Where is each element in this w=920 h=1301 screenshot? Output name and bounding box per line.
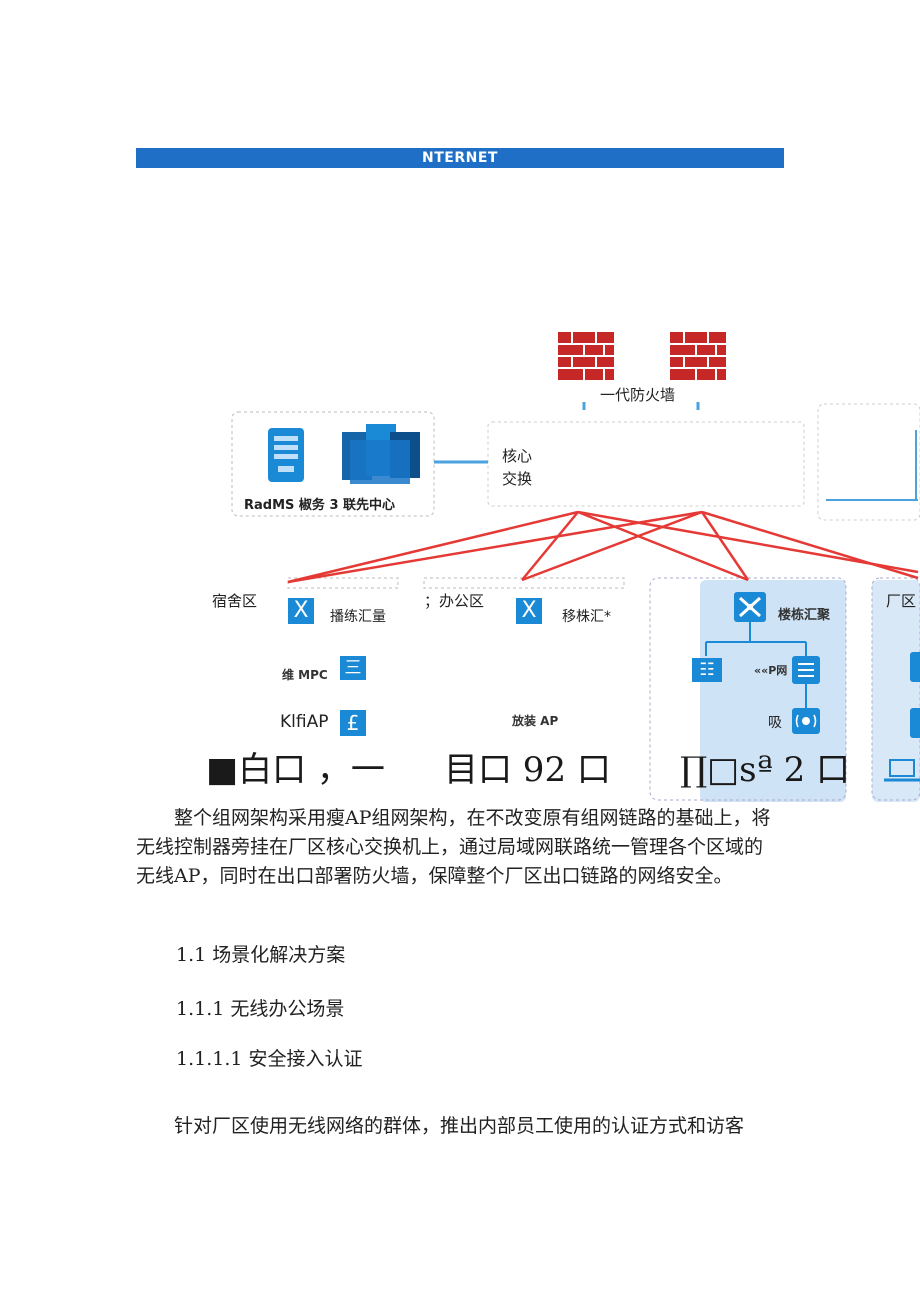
zone-name-factory: 厂区 (886, 592, 917, 610)
garble-text-2: 目口 92 口 (444, 750, 611, 790)
zone-name-dorm: 宿舍区 (212, 592, 258, 610)
zone-frame-dorm (287, 577, 399, 589)
firewall-icon-right (670, 332, 726, 380)
building-switch-label: 楼栋汇聚 (778, 608, 831, 623)
stack-icon: ☷ (692, 658, 722, 682)
dorm-device-label: 维 MPC (282, 668, 328, 682)
garble-text-3: ∏□sª 2 口 (680, 750, 851, 790)
core-uplinks (287, 510, 919, 584)
auth-paragraph: 针对厂区使用无线网络的群体，推出内部员工使用的认证方式和访客 (174, 1115, 745, 1137)
access-switch-icon (792, 656, 820, 684)
switch-icon: X (516, 598, 542, 624)
laptop-icon (884, 759, 920, 782)
garble-text-1: ■白口 ，一 (206, 750, 385, 790)
core-switch-label-1: 核心 (502, 447, 533, 465)
ap-icon (792, 708, 820, 734)
zone-name-office: ；办公区 (424, 592, 485, 610)
section-heading-1-1-1-1: 1.1.1.1 安全接入认证 (176, 1048, 363, 1070)
section-heading-1-1: 1.1 场景化解决方案 (176, 944, 346, 966)
core-switch-label-2: 交换 (502, 470, 533, 488)
switch-icon: X (288, 598, 314, 624)
right-frame (817, 403, 920, 521)
firewall-label: 一代防火墙 (600, 386, 676, 404)
zone-frame-factory (871, 577, 920, 801)
server-cluster-icon (342, 424, 420, 484)
aggregation-switch-icon (734, 592, 766, 622)
zone-frame-office (423, 577, 625, 589)
server-icon (268, 428, 304, 482)
device-icon: 三 (340, 656, 366, 680)
internet-banner: NTERNET (136, 148, 784, 168)
factory-device-icon (910, 708, 920, 738)
architecture-paragraph: 整个组网架构采用瘦AP组网架构，在不改变原有组网链路的基础上，将无线控制器旁挂在… (136, 807, 771, 887)
firewall-icon-left (558, 332, 614, 380)
building-device-label: ««P网 (754, 664, 788, 677)
zone-bg-building (700, 580, 846, 802)
dorm-ap-label: KlfiAP (280, 712, 329, 732)
network-diagram (231, 332, 920, 802)
zone-bg-factory (872, 580, 920, 802)
office-ap-label: 放装 AP (512, 714, 559, 728)
dorm-switch-label: 播练汇量 (330, 609, 386, 625)
office-switch-label: 移株汇* (562, 609, 611, 625)
section-heading-1-1-1: 1.1.1 无线办公场景 (176, 998, 345, 1020)
ap-icon: £ (340, 710, 366, 736)
server-label: RadMS 椒务 3 联先中心 (244, 498, 396, 513)
factory-device-icon (910, 652, 920, 682)
building-ap-label: 吸 (768, 715, 782, 731)
core-frame (487, 421, 805, 507)
